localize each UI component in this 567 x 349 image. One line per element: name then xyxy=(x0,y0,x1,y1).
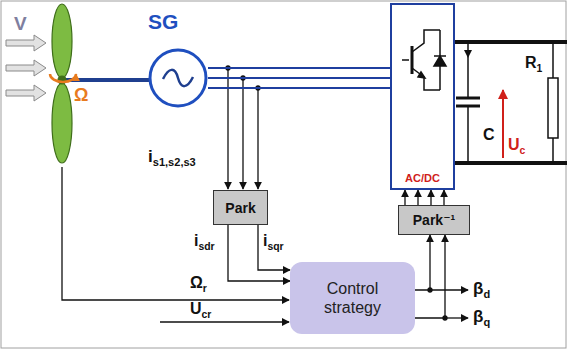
symbol-label: U xyxy=(508,136,520,153)
subscript: d xyxy=(483,288,490,300)
signal-label: Uc xyxy=(508,136,525,156)
symbol-label: U xyxy=(190,300,202,317)
speed-signal-line xyxy=(62,167,289,300)
control-box: Control strategy xyxy=(290,262,415,334)
turbine-blades xyxy=(52,4,72,163)
inverse-park-box: Park⁻¹ xyxy=(398,205,470,235)
signal-label: isdr xyxy=(194,232,215,252)
duty-cycle-outputs xyxy=(428,288,468,320)
signal-label: is1,s2,s3 xyxy=(148,148,196,168)
symbol-label: R xyxy=(525,54,537,71)
symbol-label: Ω xyxy=(190,274,203,291)
symbol-label: β xyxy=(473,279,483,298)
subscript: sqr xyxy=(267,241,283,252)
symbol-label: Ω xyxy=(74,85,88,105)
phase-wire xyxy=(208,77,390,79)
signal-arrow xyxy=(443,190,444,205)
signal-label: C xyxy=(483,126,495,144)
current-taps xyxy=(226,66,260,189)
symbol-label: i xyxy=(148,147,153,166)
symbol-label: i xyxy=(194,232,198,249)
rotation-arrow xyxy=(50,74,76,82)
signal-label: βd xyxy=(473,280,490,300)
signal-arrow xyxy=(258,225,290,270)
node-label: Park⁻¹ xyxy=(413,212,455,228)
capacitor-symbol xyxy=(456,42,480,163)
subscript: c xyxy=(520,145,526,156)
subscript: sdr xyxy=(198,241,214,252)
subscript: q xyxy=(483,316,490,328)
signal-label: Ucr xyxy=(190,300,211,320)
park-box: Park xyxy=(213,190,268,225)
node-label: Park xyxy=(225,200,255,216)
signal-label: βq xyxy=(473,308,490,328)
signal-arrow xyxy=(404,190,405,205)
signal-label: R1 xyxy=(525,54,542,74)
voltage-reference-line xyxy=(160,321,289,322)
dc-bus xyxy=(455,42,567,163)
converter-box: AC/DC xyxy=(390,3,455,190)
signal-label: Ω xyxy=(74,86,88,106)
symbol-label: β xyxy=(473,307,483,326)
symbol-label: C xyxy=(483,126,495,143)
subscript: cr xyxy=(202,309,212,320)
subscript: s1,s2,s3 xyxy=(153,156,196,168)
generator-outline xyxy=(148,48,208,108)
igbt-symbol xyxy=(402,30,446,90)
node-label: AC/DC xyxy=(405,172,440,184)
phase-wire xyxy=(208,67,390,69)
signal-arrow xyxy=(415,235,430,290)
symbol-label: V xyxy=(14,13,27,34)
wind-arrows xyxy=(6,35,46,101)
signal-label: Ωr xyxy=(190,274,207,294)
signal-arrow xyxy=(417,190,418,205)
generator-circle: SG xyxy=(148,48,208,108)
node-label: Control strategy xyxy=(308,279,398,317)
phase-wire xyxy=(208,87,390,89)
signal-arrow xyxy=(228,225,290,281)
node-label: SG xyxy=(148,10,178,34)
subscript: 1 xyxy=(537,63,543,74)
symbol-label: i xyxy=(263,232,267,249)
shaft xyxy=(62,78,152,82)
signal-arrow xyxy=(430,190,431,205)
signal-label: isqr xyxy=(263,232,284,252)
voltage-arrow xyxy=(502,90,504,158)
subscript: r xyxy=(203,283,207,294)
resistor-symbol xyxy=(548,42,558,163)
signal-label: V xyxy=(14,14,27,35)
signal-arrow xyxy=(415,235,445,318)
